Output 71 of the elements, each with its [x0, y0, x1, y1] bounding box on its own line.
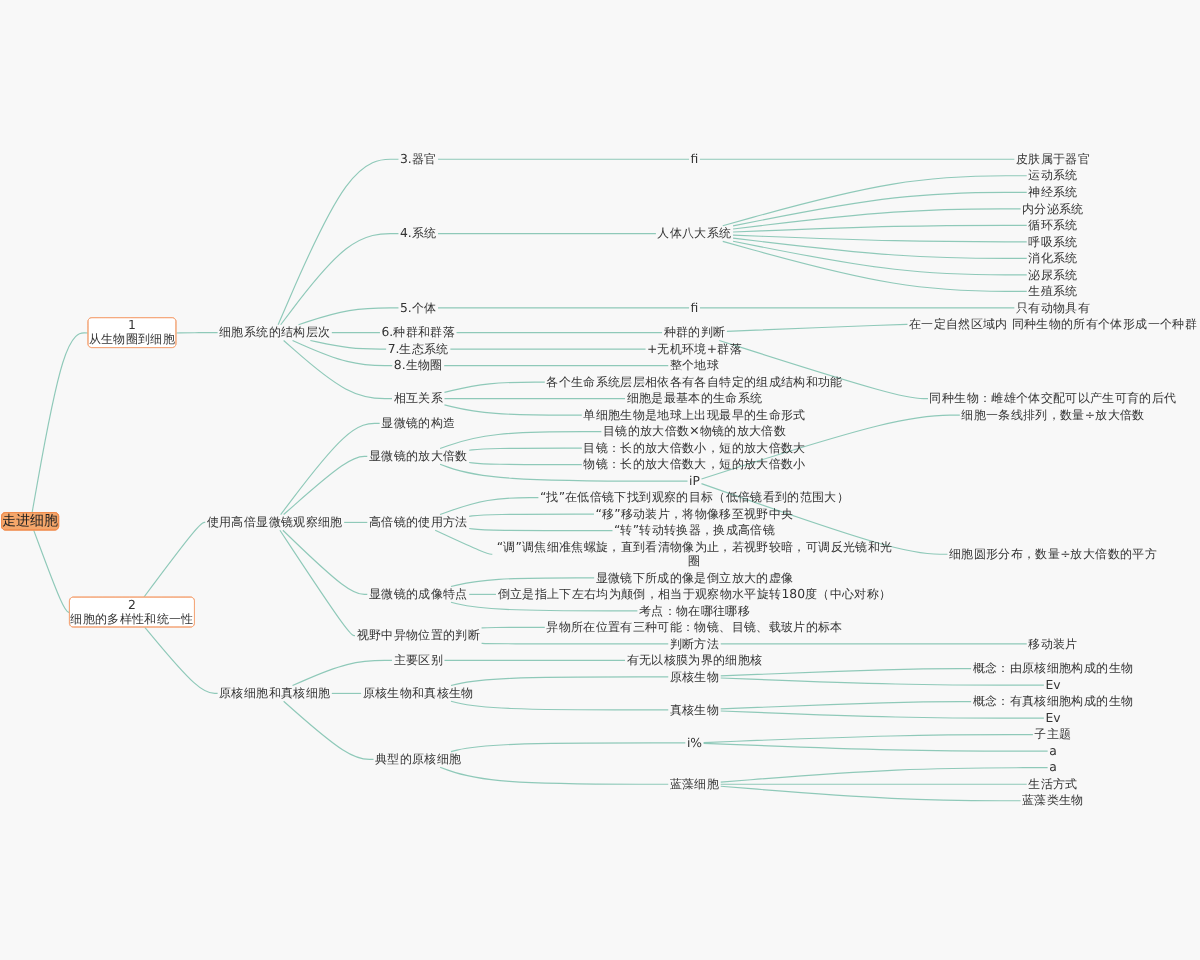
connector: [283, 700, 375, 761]
connector: [718, 339, 929, 400]
connector: [283, 339, 393, 400]
connector: [280, 422, 381, 516]
connector: [439, 497, 539, 516]
connector: [703, 742, 1049, 752]
connector: [450, 577, 595, 588]
connector: [699, 158, 1015, 160]
connector: [439, 431, 602, 450]
connector: [455, 332, 663, 334]
connector: [700, 414, 961, 480]
connector: [722, 175, 1028, 227]
connector: [443, 365, 669, 367]
connector: [439, 463, 689, 482]
connector: [720, 701, 972, 710]
connector: [450, 676, 669, 687]
connector: [720, 783, 1028, 785]
connector: [437, 307, 690, 309]
connector: [143, 521, 206, 599]
connector: [720, 677, 1045, 686]
connector: [450, 601, 638, 612]
connector: [291, 339, 393, 367]
connector: [309, 339, 387, 350]
connector: [468, 513, 595, 517]
connector: [480, 642, 669, 645]
connector: [720, 643, 1028, 645]
connector: [291, 659, 393, 687]
connector: [720, 767, 1049, 783]
connector: [279, 529, 356, 637]
connector: [439, 766, 669, 785]
connector: [443, 381, 546, 393]
connector: [732, 240, 1028, 276]
connector: [297, 307, 400, 326]
connector: [443, 398, 626, 400]
connector: [726, 323, 909, 332]
connector: [280, 233, 400, 326]
connector: [732, 208, 1022, 230]
connector: [443, 404, 583, 416]
connector: [437, 158, 690, 160]
connector: [450, 742, 686, 753]
connector: [282, 529, 368, 595]
connector: [434, 529, 493, 555]
connector: [720, 710, 1045, 719]
connector: [732, 234, 1028, 243]
connector: [720, 668, 972, 677]
connector: [343, 521, 368, 523]
connector: [720, 785, 1022, 802]
connector: [283, 455, 368, 516]
connector: [331, 692, 362, 694]
connector: [722, 240, 1028, 292]
connector: [450, 700, 669, 711]
connector: [277, 158, 400, 326]
connector: [732, 224, 1028, 233]
connector: [468, 447, 583, 451]
connector: [468, 593, 497, 595]
connector: [480, 626, 546, 629]
connector: [144, 626, 219, 694]
connector: [443, 659, 626, 661]
connector: [33, 529, 71, 614]
connector: [331, 332, 381, 334]
connector: [700, 483, 949, 555]
connector: [732, 191, 1028, 227]
connector: [468, 461, 583, 466]
connector: [437, 233, 657, 235]
connector: [175, 332, 219, 334]
connector: [732, 237, 1028, 259]
connector: [699, 307, 1015, 309]
connector: [703, 734, 1034, 744]
connector: [31, 332, 89, 514]
connector: [468, 527, 614, 532]
connector: [449, 348, 647, 350]
